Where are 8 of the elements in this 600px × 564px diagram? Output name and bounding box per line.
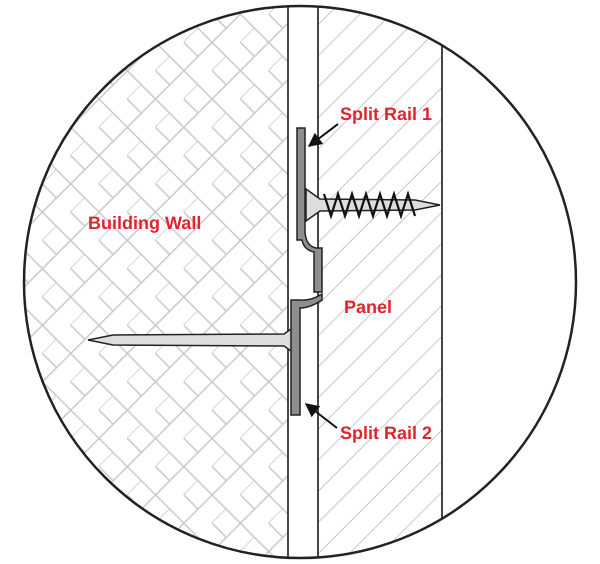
rail-profile [296,127,323,293]
leader-arrow [304,403,338,429]
rail-profile [290,293,323,416]
leader-arrow [308,123,339,147]
part-label: Building Wall [88,213,202,233]
callout-label: Split Rail 1 [340,104,432,124]
part-label: Panel [344,297,392,317]
callout-label: Split Rail 2 [340,423,432,443]
